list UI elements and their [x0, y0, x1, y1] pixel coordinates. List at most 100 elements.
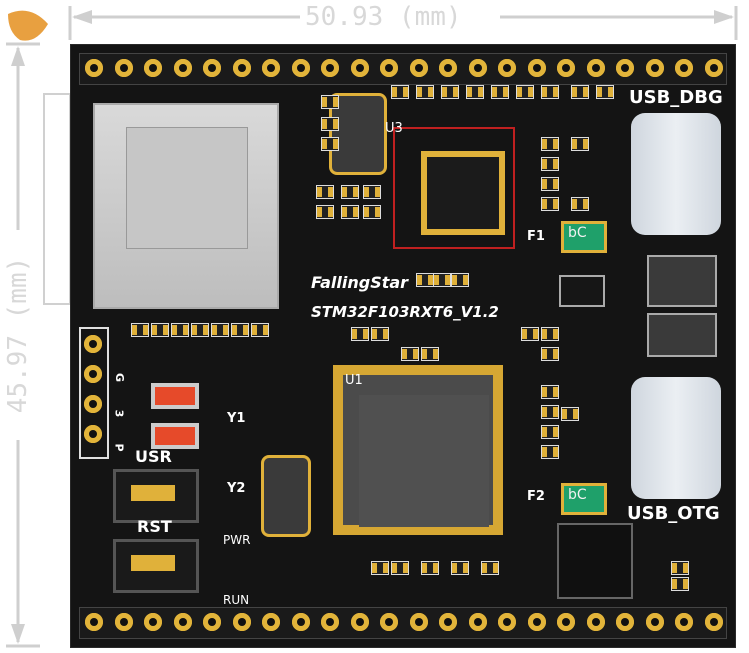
smd-resistor	[151, 323, 169, 337]
power-inductor-2	[647, 313, 717, 357]
header-pin	[232, 613, 251, 631]
smd-resistor	[541, 197, 559, 211]
header-pin	[704, 59, 723, 77]
header-pin	[321, 613, 339, 631]
smd-resistor	[321, 117, 339, 131]
pin-label-3: 3	[112, 409, 126, 418]
header-pin	[586, 613, 605, 631]
smd-resistor	[541, 347, 559, 361]
fuse-f1	[561, 221, 607, 253]
smd-resistor	[421, 347, 439, 361]
label-usr: USR	[135, 447, 172, 466]
smd-resistor	[251, 323, 269, 337]
label-f1: F1	[527, 229, 545, 244]
smd-resistor	[671, 577, 689, 591]
pcb-board: bC bC USB_DBG USB_OTG FallingStar STM32F…	[70, 44, 736, 648]
usb-otg-connector	[631, 377, 721, 499]
header-pin	[350, 613, 369, 631]
smd-resistor	[541, 157, 559, 171]
header-pin	[468, 613, 487, 631]
smd-resistor	[481, 561, 499, 575]
header-pin	[321, 59, 339, 77]
fuse-f2	[561, 483, 607, 515]
smd-resistor	[341, 205, 359, 219]
smd-resistor	[541, 425, 559, 439]
smd-resistor	[541, 445, 559, 459]
smd-resistor	[231, 323, 249, 337]
header-pin	[291, 59, 310, 77]
smd-resistor	[521, 327, 539, 341]
smd-resistor	[371, 327, 389, 341]
header-pin	[498, 613, 516, 631]
smd-resistor	[451, 561, 469, 575]
usr-button-cap	[131, 485, 175, 501]
header-pin	[144, 59, 162, 77]
u3-body	[421, 151, 505, 235]
swd-header	[79, 327, 109, 459]
label-y1: Y1	[227, 411, 246, 426]
swd-pin	[84, 335, 102, 353]
crystal-y2	[261, 455, 311, 537]
smd-resistor	[561, 407, 579, 421]
smd-resistor	[321, 137, 339, 151]
sd-card-inner	[126, 127, 248, 249]
label-usb-otg: USB_OTG	[627, 503, 720, 524]
bottom-right-ic	[557, 523, 633, 599]
header-pin	[704, 613, 723, 631]
header-pin	[675, 613, 693, 631]
smd-resistor	[571, 197, 589, 211]
led-2	[151, 423, 199, 449]
header-pin	[409, 59, 428, 77]
header-pin	[173, 613, 192, 631]
fuse-f2-text: bC	[568, 487, 587, 503]
smd-resistor	[351, 327, 369, 341]
header-pin	[144, 613, 162, 631]
header-pin	[527, 59, 546, 77]
header-pin	[114, 59, 133, 77]
header-pin	[85, 613, 103, 631]
regulator-chip	[559, 275, 605, 307]
label-y2: Y2	[227, 481, 246, 496]
smd-resistor	[321, 95, 339, 109]
smd-resistor	[211, 323, 229, 337]
header-pin	[645, 613, 664, 631]
smd-resistor	[341, 185, 359, 199]
header-pin	[616, 59, 634, 77]
smd-resistor	[316, 205, 334, 219]
smd-resistor	[491, 85, 509, 99]
header-pin	[586, 59, 605, 77]
smd-resistor	[466, 85, 484, 99]
smd-resistor	[363, 205, 381, 219]
label-usb-dbg: USB_DBG	[629, 87, 723, 108]
pin-label-p: P	[112, 443, 126, 452]
header-pin	[498, 59, 516, 77]
header-pin	[350, 59, 369, 77]
header-pin	[232, 59, 251, 77]
power-inductor-1	[647, 255, 717, 307]
label-f2: F2	[527, 489, 545, 504]
header-pin	[557, 59, 575, 77]
smd-resistor	[363, 185, 381, 199]
smd-resistor	[541, 177, 559, 191]
board-name: FallingStar	[311, 273, 409, 292]
smd-resistor	[541, 85, 559, 99]
smd-resistor	[171, 323, 189, 337]
header-pin	[616, 613, 634, 631]
header-pin	[291, 613, 310, 631]
header-pin	[439, 59, 457, 77]
u3-chip	[393, 127, 515, 249]
smd-resistor	[316, 185, 334, 199]
smd-resistor	[571, 85, 589, 99]
label-run: RUN	[223, 593, 250, 607]
smd-resistor	[516, 85, 534, 99]
label-u1: U1	[345, 373, 363, 388]
header-pin	[527, 613, 546, 631]
smd-resistor	[596, 85, 614, 99]
smd-resistor	[541, 405, 559, 419]
header-pin	[262, 613, 280, 631]
smd-resistor	[401, 347, 419, 361]
header-pin	[380, 613, 398, 631]
smd-resistor	[541, 385, 559, 399]
header-pin	[439, 613, 457, 631]
